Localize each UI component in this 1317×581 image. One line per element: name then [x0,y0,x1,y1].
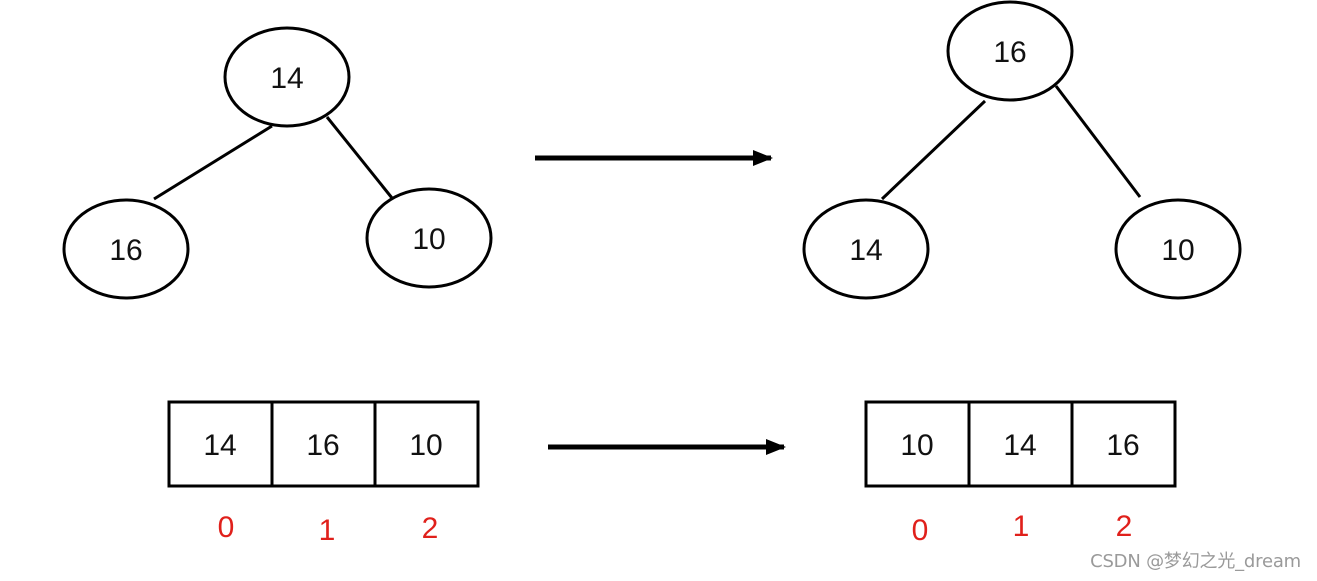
after-array-index: 0 [912,514,929,547]
before-root-node: 14 [223,26,351,128]
before-root-label: 14 [270,62,303,95]
before-left-node: 16 [62,198,190,300]
after-edge-left [880,99,987,201]
after-array: 10 14 16 0 1 2 [864,400,1177,547]
before-tree: 14 16 10 [62,26,493,300]
after-root-label: 16 [993,36,1026,69]
before-array-cell [167,400,274,488]
after-array-cell [1070,400,1177,488]
before-array-value: 10 [409,429,442,462]
after-edge-right [1054,85,1142,198]
before-left-label: 16 [109,234,142,267]
after-right-label: 10 [1161,234,1194,267]
after-left-label: 14 [849,234,882,267]
before-array-cell [270,400,377,488]
before-array-index: 2 [422,512,439,545]
before-edge-left [153,124,273,201]
after-left-node: 14 [802,198,930,300]
before-array-value: 16 [306,429,339,462]
after-root-node: 16 [946,0,1074,102]
before-right-node: 10 [365,187,493,289]
before-array-value: 14 [203,429,236,462]
after-right-node: 10 [1114,198,1242,300]
watermark: CSDN @梦幻之光_dream [1090,551,1301,572]
after-tree: 16 14 10 [802,0,1242,300]
before-array-index: 1 [319,514,336,547]
before-array-cell [373,400,480,488]
after-array-index: 2 [1116,510,1133,543]
before-array-index: 0 [218,511,235,544]
after-array-value: 14 [1003,429,1036,462]
after-array-value: 10 [900,429,933,462]
after-array-index: 1 [1013,510,1030,543]
before-right-label: 10 [412,223,445,256]
before-edge-right [325,116,394,199]
before-array: 14 16 10 0 1 2 [167,400,480,547]
after-array-value: 16 [1106,429,1139,462]
